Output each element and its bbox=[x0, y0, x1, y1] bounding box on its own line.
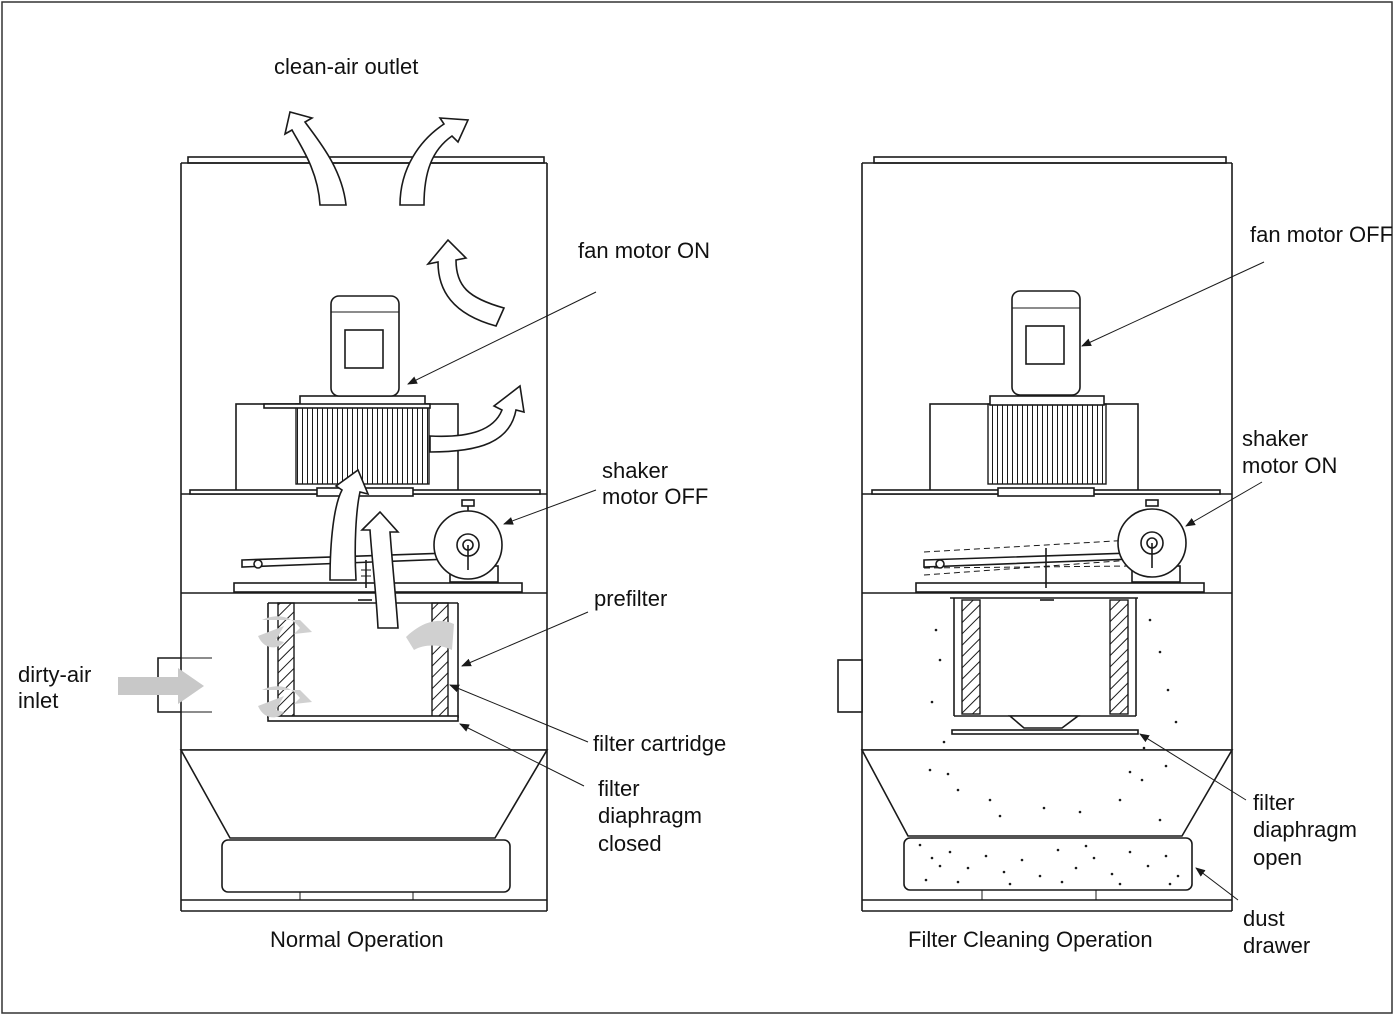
filter-diaphragm-label-line2-right: diaphragm bbox=[1253, 817, 1357, 842]
filter-diaphragm-open-label: open bbox=[1253, 845, 1302, 870]
dirty-air-label-line1: dirty-air bbox=[18, 662, 91, 687]
fan-wheel bbox=[295, 403, 430, 485]
inlet-duct bbox=[837, 659, 863, 713]
prefilter-label: prefilter bbox=[594, 586, 667, 611]
shaker-motor-on-label: motor ON bbox=[1242, 453, 1337, 478]
filter-cleaning-unit bbox=[837, 156, 1234, 912]
filter-diaphragm-label-line2: diaphragm bbox=[598, 803, 702, 828]
filter-diaphragm-closed-label: closed bbox=[598, 831, 662, 856]
shaker-label-line1: shaker bbox=[602, 458, 668, 483]
dust-drawer-right bbox=[903, 837, 1193, 891]
filter-diaphragm-label-line1: filter bbox=[598, 776, 640, 801]
normal-operation-unit bbox=[118, 111, 549, 912]
clean-air-outlet-label: clean-air outlet bbox=[274, 54, 418, 79]
dust-particles bbox=[918, 618, 1180, 886]
filter-cleaning-caption: Filter Cleaning Operation bbox=[908, 927, 1153, 952]
filter-diaphragm-label-line1-right: filter bbox=[1253, 790, 1295, 815]
shaker-motor-off-label: motor OFF bbox=[602, 484, 708, 509]
fan-wheel bbox=[987, 403, 1107, 485]
filter-diaphragm-open bbox=[951, 729, 1139, 735]
dust-drawer-label: drawer bbox=[1243, 933, 1310, 958]
dirty-air-arrow bbox=[118, 668, 204, 704]
normal-operation-caption: Normal Operation bbox=[270, 927, 444, 952]
shaker-label-line1-right: shaker bbox=[1242, 426, 1308, 451]
hopper bbox=[860, 749, 1234, 837]
shaker-plate bbox=[915, 582, 1205, 593]
airflow-arrows bbox=[258, 111, 525, 718]
inlet-label-line2: inlet bbox=[18, 688, 58, 713]
fan-motor-on-label: fan motor ON bbox=[578, 238, 710, 263]
fan-motor-off-label: fan motor OFF bbox=[1250, 222, 1393, 247]
dust-drawer-left bbox=[221, 839, 511, 893]
filter-cartridge-label: filter cartridge bbox=[593, 731, 726, 756]
filter-cartridge-right-wall bbox=[431, 602, 449, 719]
dust-label-line1: dust bbox=[1243, 906, 1285, 931]
leader-lines bbox=[407, 261, 1265, 901]
top-cap bbox=[187, 156, 545, 164]
hopper bbox=[179, 749, 549, 839]
filter-diaphragm-closed bbox=[267, 715, 459, 722]
